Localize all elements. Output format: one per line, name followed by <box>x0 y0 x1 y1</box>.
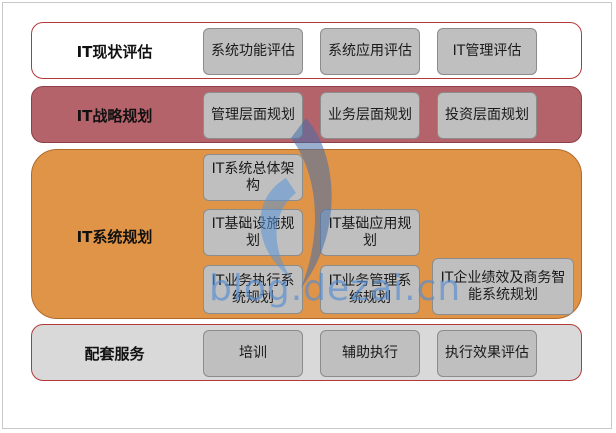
box-management-plan: 管理层面规划 <box>203 92 303 139</box>
diagram-frame <box>2 2 612 429</box>
box-execution-effect-eval: 执行效果评估 <box>437 330 537 377</box>
band-it-assessment: IT现状评估 系统功能评估 系统应用评估 IT管理评估 <box>31 22 582 79</box>
box-investment-plan: 投资层面规划 <box>437 92 537 139</box>
band-label-it-system-planning: IT系统规划 <box>76 228 153 246</box>
box-system-application-eval: 系统应用评估 <box>320 28 420 75</box>
box-it-performance-bi-plan: IT企业绩效及商务智能系统规划 <box>432 258 574 315</box>
box-system-function-eval: 系统功能评估 <box>203 28 303 75</box>
band-label-it-assessment: IT现状评估 <box>76 43 153 61</box>
box-it-management-eval: IT管理评估 <box>437 28 537 75</box>
box-training: 培训 <box>203 330 303 377</box>
box-assisted-execution: 辅助执行 <box>320 330 420 377</box>
watermark-text: blog.dezai.cn <box>209 268 462 309</box>
box-business-plan: 业务层面规划 <box>320 92 420 139</box>
band-label-support-services: 配套服务 <box>84 345 145 363</box>
watermark-logo-icon <box>260 118 332 288</box>
box-it-base-application-plan: IT基础应用规划 <box>320 209 420 256</box>
band-label-it-strategy: IT战略规划 <box>76 107 153 125</box>
band-it-system-planning: IT系统规划 IT系统总体架构 IT基础设施规划 IT基础应用规划 IT业务执行… <box>31 149 582 319</box>
box-it-overall-architecture: IT系统总体架构 <box>203 154 303 201</box>
band-support-services: 配套服务 培训 辅助执行 执行效果评估 <box>31 324 582 381</box>
box-it-business-management-plan: IT业务管理系统规划 <box>320 265 420 314</box>
